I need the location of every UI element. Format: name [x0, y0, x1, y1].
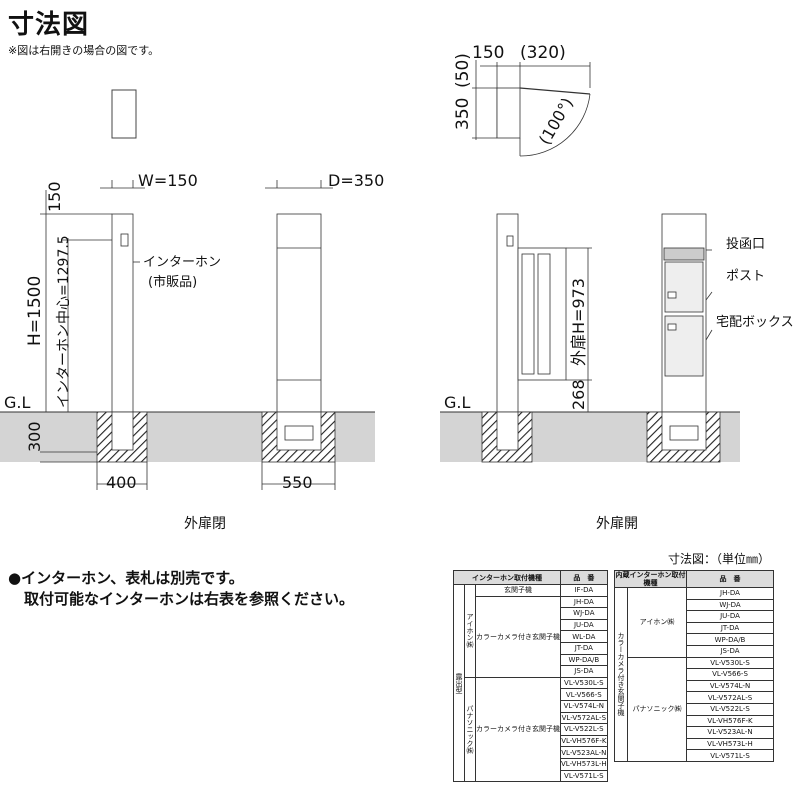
t2-part: JU-DA: [686, 610, 774, 623]
front-dim-depth: 300: [25, 421, 44, 452]
open-dim-door: 外扉H=973: [569, 278, 588, 366]
t1-part: VL-V530L-S: [560, 676, 608, 690]
t2-part: VL-V522L-S: [686, 702, 774, 716]
t2-part: VL-V530L-S: [686, 656, 774, 670]
label-box: 宅配ボックス: [716, 315, 794, 330]
front-dim-center: インターホン中心=1297.5: [56, 235, 72, 408]
note-line-1: ●インターホン、表札は別売です。: [8, 569, 244, 587]
t2-part: VL-V566-S: [686, 668, 774, 681]
side-dim-d: D=350: [328, 171, 384, 190]
figure-note: ※図は右開きの場合の図です。: [8, 44, 160, 57]
t1-part: VL-V523AL-N: [560, 746, 608, 759]
t1-part: JT-DA: [560, 641, 608, 655]
top-dim-w2: (320): [520, 43, 566, 63]
top-dim-h: 350: [453, 98, 473, 130]
top-dim-w: 150: [472, 43, 504, 63]
intercom-label: インターホン: [143, 255, 221, 270]
t1-cat-camera-p: カラーカメラ付き玄関子機: [475, 676, 561, 783]
t1-part: VL-V572AL-S: [560, 711, 608, 725]
t2-group: カラーカメラ付き玄関子機: [614, 587, 628, 762]
t2-part: VL-V572AL-S: [686, 691, 774, 704]
t1-part: WL-DA: [560, 630, 608, 643]
t1-header-part: 品 番: [560, 570, 608, 585]
front-dim-top: 150: [45, 181, 64, 212]
open-gl: G.L: [444, 393, 470, 412]
t1-maker-aiphone: アイホン㈱: [464, 584, 476, 678]
open-side-view: [646, 213, 721, 463]
t2-maker-panasonic: パナソニック㈱: [627, 656, 687, 762]
t1-part: VL-VH576F-K: [560, 734, 608, 748]
t2-part: JH-DA: [686, 587, 774, 600]
top-view: [472, 60, 591, 157]
t2-part: JT-DA: [686, 621, 774, 635]
t2-header-part: 品 番: [686, 570, 774, 588]
t1-part: WJ-DA: [560, 607, 608, 620]
page-title: 寸法図: [8, 10, 90, 40]
front-dim-w: W=150: [138, 171, 198, 190]
notes: ●インターホン、表札は別売です。 取付可能なインターホンは右表を参照ください。: [8, 568, 354, 610]
caption-open: 外扉開: [596, 516, 638, 532]
t2-part: JS-DA: [686, 644, 774, 658]
unit-label: 寸法図：（単位㎜）: [668, 552, 771, 566]
t1-part: JS-DA: [560, 665, 608, 678]
intercom-sub: (市販品): [148, 274, 197, 290]
t2-header-model: 内蔵インターホン取付機種: [614, 570, 687, 588]
t2-part: VL-V574L-N: [686, 679, 774, 693]
top-dim-top: (50): [453, 53, 473, 88]
front-view: [40, 180, 148, 490]
t1-part: VL-V566-S: [560, 688, 608, 701]
t1-group: 露出型: [453, 583, 465, 783]
front-gl: G.L: [4, 393, 30, 412]
t1-maker-panasonic: パナソニック㈱: [464, 676, 476, 783]
label-slot: 投函口: [726, 236, 765, 252]
t1-part: VL-VH573L-H: [560, 757, 608, 771]
front-dim-base: 400: [106, 473, 137, 492]
note-line-2: 取付可能なインターホンは右表を参照ください。: [24, 590, 355, 608]
side-view: [261, 180, 336, 490]
t1-part: VL-V574L-N: [560, 699, 608, 713]
open-front-view: [481, 213, 592, 463]
top-dim-angle: (100°): [535, 94, 577, 148]
t2-part: WP-DA/B: [686, 633, 774, 646]
t2-part: VL-VH576F-K: [686, 714, 774, 728]
t1-part: WP-DA/B: [560, 653, 608, 667]
t1-part: VL-V522L-S: [560, 723, 608, 736]
t2-part: WJ-DA: [686, 598, 774, 612]
t1-part: JU-DA: [560, 618, 608, 632]
t1-header-model: インターホン取付機種: [453, 570, 561, 585]
t2-part: VL-V571L-S: [686, 749, 774, 762]
t1-cat-camera-a: カラーカメラ付き玄関子機: [475, 595, 561, 678]
t2-maker-aiphone: アイホン㈱: [627, 587, 687, 658]
open-dim-bottom: 268: [569, 379, 588, 410]
plan-icon: [111, 89, 137, 139]
caption-closed: 外扉閉: [184, 516, 226, 532]
t2-part: VL-VH573L-H: [686, 737, 774, 751]
front-dim-h: H=1500: [25, 276, 45, 346]
t1-part: JH-DA: [560, 595, 608, 609]
t2-part: VL-V523AL-N: [686, 726, 774, 739]
label-post: ポスト: [726, 269, 765, 284]
side-dim-base: 550: [282, 473, 313, 492]
t1-part: VL-V571L-S: [560, 769, 608, 783]
t1-cat-entrance: 玄関子機: [475, 584, 561, 597]
t1-part: IF-DA: [560, 584, 608, 597]
